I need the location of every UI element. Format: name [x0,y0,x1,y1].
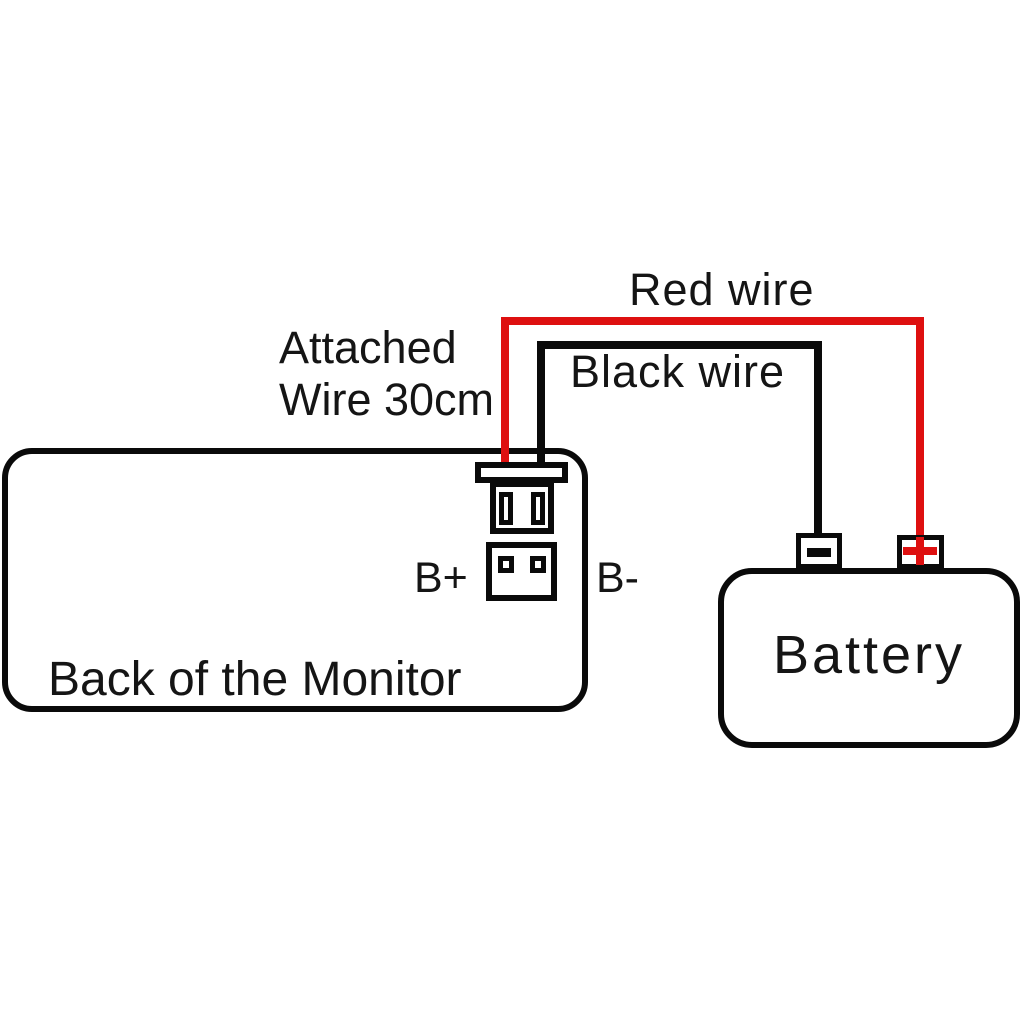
socket-hole-right-icon [530,556,546,573]
red-wire-segment-battery-riser [916,317,924,539]
battery-label: Battery [772,625,966,685]
black-wire-label: Black wire [570,346,786,397]
socket-hole-left-icon [498,556,514,573]
attached-wire-label-line2: Wire 30cm [279,373,495,425]
connector-pin-left-icon [499,492,513,525]
battery-negative-terminal [796,533,842,569]
monitor-socket [486,542,557,601]
monitor-label: Back of the Monitor [48,653,462,706]
attached-wire-label-line1: Attached [279,322,457,373]
connector-flange [475,462,568,483]
black-wire-segment-battery-riser [814,341,822,537]
socket-negative-label: B- [596,554,639,602]
red-wire-segment-monitor-riser [501,317,509,466]
plus-icon [916,537,924,565]
red-wire-label: Red wire [629,264,815,315]
battery-box: Battery [718,568,1020,748]
black-wire-segment-monitor-riser [537,341,545,466]
connector-pin-right-icon [531,492,545,525]
socket-positive-label: B+ [414,554,468,602]
red-wire-segment-horizontal [501,317,924,325]
minus-icon [807,548,831,557]
black-wire-segment-horizontal [537,341,822,349]
